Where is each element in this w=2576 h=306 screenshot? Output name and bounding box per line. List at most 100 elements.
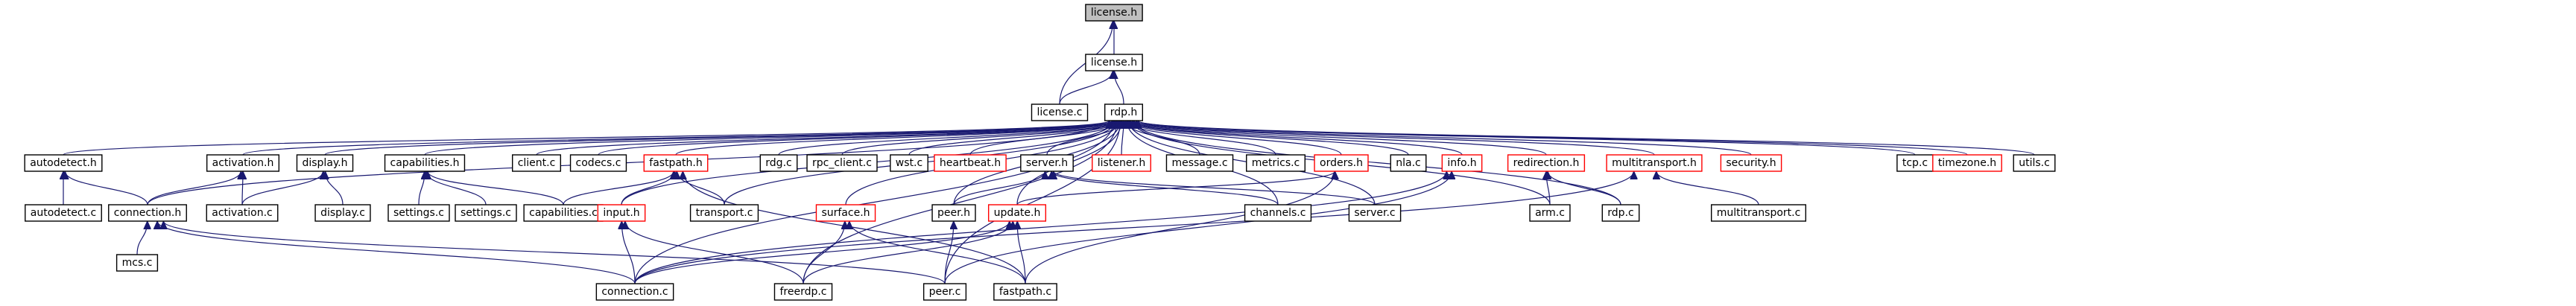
node-metrics-c[interactable]: metrics.c: [1246, 154, 1306, 172]
node-license-c[interactable]: license.c: [1031, 103, 1089, 121]
node-activation-h[interactable]: activation.h: [206, 154, 280, 172]
node-utils-c[interactable]: utils.c: [2013, 154, 2056, 172]
node-heartbeat-h[interactable]: heartbeat.h: [934, 154, 1007, 172]
node-label: display.c: [320, 207, 365, 219]
node-info-h[interactable]: info.h: [1441, 154, 1483, 172]
node-capabilities-h[interactable]: capabilities.h: [384, 154, 466, 172]
node-label: utils.c: [2019, 157, 2050, 169]
edge-fastpath-c-to-surface-h: [849, 221, 1026, 284]
edge-capabilities-c-to-fastpath-h: [563, 171, 674, 205]
node-label: tcp.c: [1902, 157, 1928, 169]
node-multitransport-h[interactable]: multitransport.h: [1606, 154, 1703, 172]
node-label: capabilities.c: [529, 207, 598, 219]
node-connection-c[interactable]: connection.c: [595, 283, 674, 301]
node-connection-h[interactable]: connection.h: [108, 204, 187, 222]
node-server-c[interactable]: server.c: [1348, 204, 1402, 222]
edge-freerdp-c-to-update-h: [803, 221, 1013, 284]
node-label: license.h: [1091, 57, 1137, 68]
node-label: surface.h: [821, 207, 870, 219]
edge-connection-c-to-rdp-h: [634, 121, 1114, 284]
node-freerdp-c[interactable]: freerdp.c: [773, 283, 833, 301]
node-license-h-mid[interactable]: license.h: [1085, 54, 1143, 71]
node-transport-c[interactable]: transport.c: [689, 204, 759, 222]
edge-fastpath-c-to-orders-h: [1025, 171, 1335, 284]
node-activation-c[interactable]: activation.c: [206, 204, 279, 222]
node-message-c[interactable]: message.c: [1165, 154, 1234, 172]
edge-channels-c-to-server-h: [1051, 171, 1279, 205]
edge-activation-c-to-activation-h: [242, 171, 243, 205]
node-display-c[interactable]: display.c: [314, 204, 371, 222]
edge-listener-h-to-rdp-h: [1121, 121, 1124, 156]
node-nla-c[interactable]: nla.c: [1390, 154, 1427, 172]
node-label: capabilities.h: [390, 157, 460, 169]
edge-tcp-c-to-rdp-h: [1138, 121, 1916, 156]
node-settings-c1[interactable]: settings.c: [387, 204, 450, 222]
node-channels-c[interactable]: channels.c: [1244, 204, 1312, 222]
node-rdp-c[interactable]: rdp.c: [1601, 204, 1640, 222]
dependency-edges: [63, 21, 2035, 284]
node-multitransport-c[interactable]: multitransport.c: [1710, 204, 1807, 222]
node-display-h[interactable]: display.h: [296, 154, 354, 172]
node-redirection-h[interactable]: redirection.h: [1507, 154, 1586, 172]
node-label: rdp.c: [1607, 207, 1633, 219]
node-label: heartbeat.h: [940, 157, 1001, 169]
node-fastpath-c[interactable]: fastpath.c: [993, 283, 1057, 301]
node-wst-c[interactable]: wst.c: [890, 154, 928, 172]
node-label: nla.c: [1396, 157, 1421, 169]
node-label: activation.c: [212, 207, 272, 219]
node-timezone-h[interactable]: timezone.h: [1932, 154, 2002, 172]
node-input-h[interactable]: input.h: [597, 204, 646, 222]
edge-peer-c-to-connection-h: [163, 221, 946, 284]
node-surface-h[interactable]: surface.h: [815, 204, 876, 222]
edge-settings-c1-to-capabilities-h: [418, 171, 425, 205]
node-orders-h[interactable]: orders.h: [1314, 154, 1369, 172]
node-arm-c[interactable]: arm.c: [1529, 204, 1571, 222]
node-rdg-c[interactable]: rdg.c: [759, 154, 798, 172]
node-autodetect-h[interactable]: autodetect.h: [24, 154, 103, 172]
node-label: fastpath.h: [649, 157, 702, 169]
edge-connection-c-to-connection-h: [157, 221, 636, 284]
file-nodes: license.h license.h license.c rdp.h autodete…: [24, 4, 2056, 301]
edge-peer-c-to-peer-h: [944, 221, 954, 284]
edge-autodetect-h-to-rdp-h: [63, 121, 1110, 156]
edge-transport-c-to-fastpath-h: [677, 171, 725, 205]
node-client-c[interactable]: client.c: [511, 154, 562, 172]
node-label: metrics.c: [1252, 157, 1300, 169]
node-label: autodetect.h: [30, 157, 97, 169]
node-label: rdg.c: [765, 157, 791, 169]
node-rpc-client-c[interactable]: rpc_client.c: [806, 154, 878, 172]
node-peer-c[interactable]: peer.c: [923, 283, 967, 301]
node-peer-h[interactable]: peer.h: [931, 204, 976, 222]
node-label: arm.c: [1535, 207, 1565, 219]
node-label: license.h: [1091, 7, 1137, 19]
node-mcs-c[interactable]: mcs.c: [115, 254, 159, 272]
edge-freerdp-c-to-rdp-h: [803, 121, 1117, 284]
edge-multitransport-h-to-rdp-h: [1134, 121, 1655, 156]
node-autodetect-c[interactable]: autodetect.c: [25, 204, 102, 222]
edge-metrics-c-to-rdp-h: [1127, 121, 1276, 156]
edge-rdp-c-to-redirection-h: [1548, 171, 1621, 205]
node-label: settings.c: [393, 207, 444, 219]
node-label: timezone.h: [1938, 157, 1996, 169]
edge-update-h-to-orders-h: [1016, 171, 1335, 205]
node-codecs-c[interactable]: codecs.c: [569, 154, 627, 172]
node-label: freerdp.c: [779, 286, 826, 298]
node-label: wst.c: [896, 157, 923, 169]
edge-nla-c-to-rdp-h: [1130, 121, 1409, 156]
node-listener-h[interactable]: listener.h: [1092, 154, 1151, 172]
node-tcp-c[interactable]: tcp.c: [1896, 154, 1934, 172]
node-label: security.h: [1726, 157, 1776, 169]
node-settings-c2[interactable]: settings.c: [455, 204, 517, 222]
node-server-h[interactable]: server.h: [1020, 154, 1074, 172]
edge-freerdp-c-to-input-h: [625, 221, 804, 284]
node-rdp-h[interactable]: rdp.h: [1104, 103, 1144, 121]
edge-server-c-to-server-h: [1054, 171, 1376, 205]
node-security-h[interactable]: security.h: [1720, 154, 1782, 172]
node-fastpath-h[interactable]: fastpath.h: [643, 154, 709, 172]
node-update-h[interactable]: update.h: [987, 204, 1047, 222]
edge-rdg-c-to-rdp-h: [778, 121, 1117, 156]
node-capabilities-c[interactable]: capabilities.c: [523, 204, 604, 222]
edge-connection-c-to-multitransport-h: [634, 171, 1634, 284]
node-label: info.h: [1447, 157, 1476, 169]
